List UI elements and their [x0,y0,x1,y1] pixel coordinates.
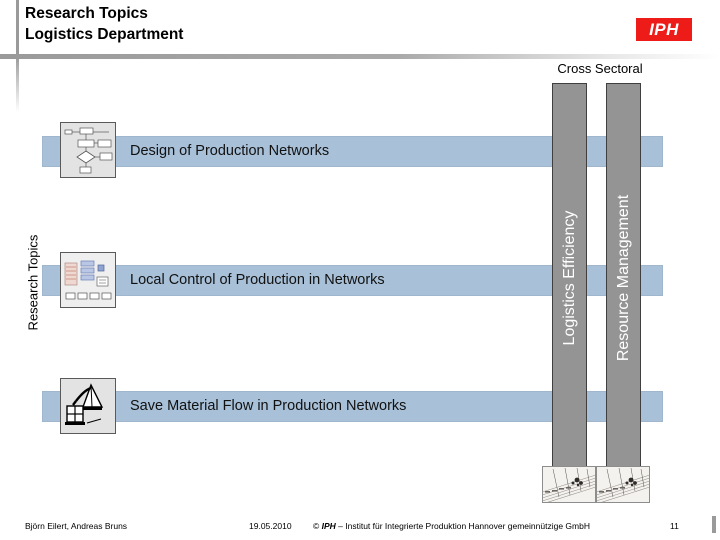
pillar-photo-resource-management [596,466,650,503]
iph-logo: IPH [636,18,692,41]
pillar-label-resource-management: Resource Management [614,194,632,362]
footer-page-number: 11 [670,521,679,531]
flowchart-thumbnail-icon[interactable] [60,122,116,178]
network-diagram-thumbnail-icon[interactable] [60,252,116,308]
topic-label-local-control-of-production: Local Control of Production in Networks [130,272,385,288]
header-divider [0,54,720,59]
footer-author: Björn Eilert, Andreas Bruns [25,521,128,531]
pillar-resource-management[interactable]: Resource Management [606,83,641,473]
pillar-photo-logistics-efficiency [542,466,596,503]
page-title: Research Topics Logistics Department [25,5,184,43]
pillar-label-logistics-efficiency: Logistics Efficiency [560,210,578,346]
robot-arm-boxes-icon[interactable] [60,378,116,434]
pillar-logistics-efficiency[interactable]: Logistics Efficiency [552,83,587,473]
research-topics-axis-label: Research Topics [25,234,41,331]
footer-copyright-brand: IPH [321,521,336,531]
topic-label-design-of-production-networks: Design of Production Networks [130,143,330,159]
footer-date: 19.05.2010 [249,521,292,531]
topic-label-save-material-flow: Save Material Flow in Production Network… [130,398,407,414]
footer-copyright-prefix: © [313,521,322,531]
footer-copyright: © IPH – Institut für Integrierte Produkt… [313,521,590,531]
cross-sectoral-caption: Cross Sectoral [557,61,643,76]
footer-copyright-suffix: – Institut für Integrierte Produktion Ha… [335,521,590,531]
footer-accent-bar [712,516,716,533]
